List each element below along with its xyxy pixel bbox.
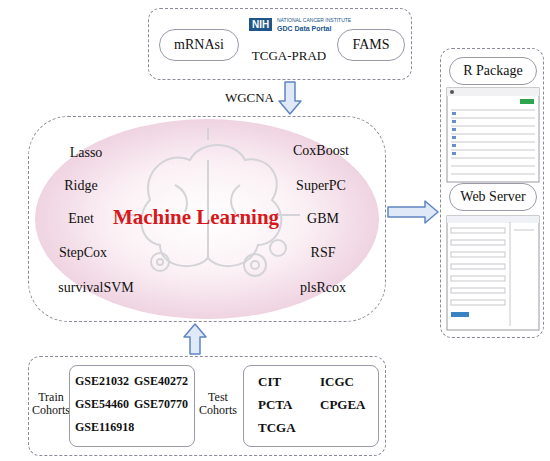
node-text: GSE70770 (134, 398, 188, 411)
node-text: survivalSVM (58, 280, 133, 295)
source-pill: mRNAsi (159, 29, 239, 61)
group-box: GSE21032 GSE40272GSE54460 GSE70770GSE11691… (69, 365, 195, 447)
node-text: Train Cohorts (32, 391, 70, 417)
node-text: GDC Data Portal (277, 25, 331, 33)
r-package-screenshot (447, 88, 539, 182)
node-text: Ridge (64, 178, 97, 193)
node-label: R Package (463, 63, 522, 79)
node-text: GSE40272 (134, 375, 188, 388)
node-text: GSE116918 (75, 421, 134, 434)
flow-arrow (388, 201, 438, 223)
node-text: ICGC (320, 375, 354, 389)
edge-label: WGCNA (225, 90, 274, 106)
node-text: TCGA (258, 421, 296, 435)
glow-ellipse (35, 119, 379, 319)
node-text: Test Cohorts (197, 391, 239, 417)
web-server-screenshot (447, 216, 539, 330)
node-text: SuperPC (296, 178, 346, 193)
flow-arrow (184, 324, 206, 354)
node-text: Lasso (70, 145, 103, 160)
node-text: CPGEA (320, 398, 366, 412)
node-text: plsRcox (300, 280, 346, 295)
node-text: PCTA (258, 398, 292, 412)
group-box: NIHNATIONAL CANCER INSTITUTEGDC Data Por… (245, 12, 333, 76)
source-pill: R Package (449, 57, 537, 85)
node-text: StepCox (59, 245, 107, 260)
node-text: Machine Learning (113, 206, 279, 229)
node-label: FAMS (352, 37, 389, 53)
group-box: R PackageWeb Server (440, 48, 544, 338)
group-box: mRNAsiNIHNATIONAL CANCER INSTITUTEGDC Da… (148, 8, 412, 80)
node-text: RSF (311, 245, 336, 260)
node-text: GSE21032 (75, 375, 129, 388)
node-text: CoxBoost (293, 143, 349, 158)
flow-arrow (279, 82, 301, 114)
node-text: NIH (249, 18, 272, 31)
group-box: Train Cohorts Test Cohorts GSE21032 GSE4027… (28, 356, 386, 456)
node-text: TCGA-PRAD (252, 49, 326, 63)
group-box: CIT ICGC PCTA CPGEA TCGA (243, 365, 379, 447)
source-pill: FAMS (337, 29, 405, 61)
node-text: NATIONAL CANCER INSTITUTE (277, 18, 351, 24)
node-text: GBM (307, 211, 339, 226)
source-pill: Web Server (449, 183, 537, 211)
node-text: GSE54460 (75, 398, 129, 411)
brain-gear-illustration (120, 128, 300, 276)
node-label: Web Server (460, 189, 525, 205)
node-text: Enet (68, 211, 94, 226)
node-label: mRNAsi (174, 37, 224, 53)
node-text: CIT (258, 375, 281, 389)
group-box: LassoRidgeEnetStepCox survivalSVM Machine … (28, 116, 386, 322)
